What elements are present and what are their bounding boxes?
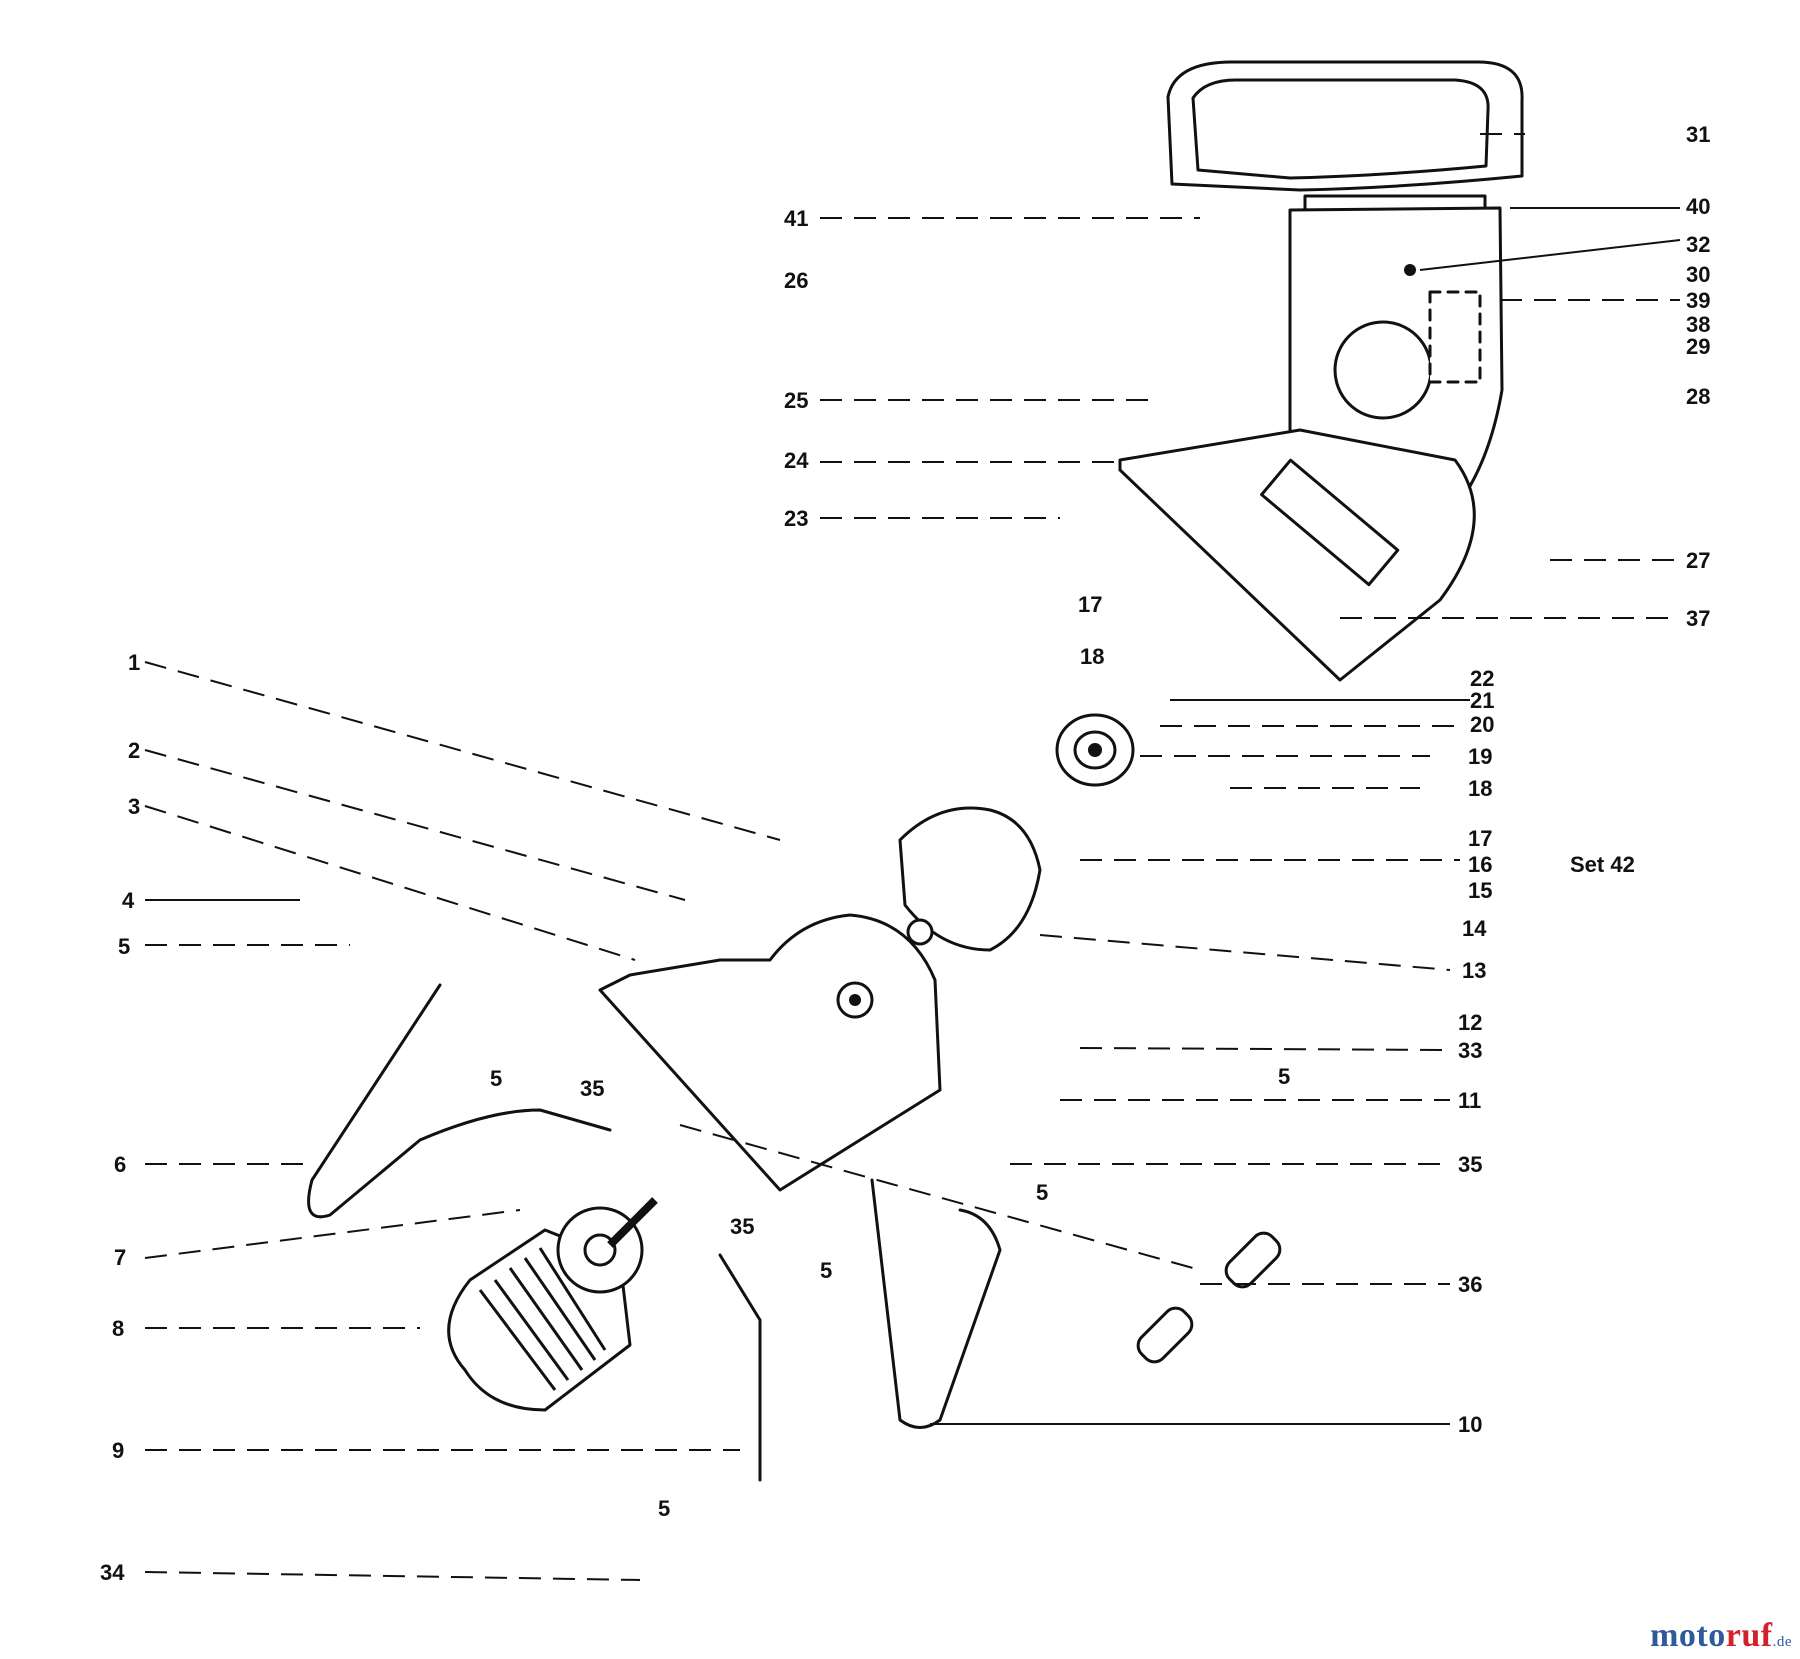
label-5d: 5 xyxy=(1036,1180,1048,1205)
pulley-hub xyxy=(1055,713,1135,787)
label-17a: 17 xyxy=(1468,826,1492,851)
label-26: 26 xyxy=(784,268,808,293)
leg-left xyxy=(307,983,612,1219)
label-27: 27 xyxy=(1686,548,1710,573)
label-5b: 5 xyxy=(490,1066,502,1091)
label-5a: 5 xyxy=(118,934,130,959)
label-33: 33 xyxy=(1458,1038,1482,1063)
watermark-part2: ruf xyxy=(1725,1617,1773,1654)
watermark-logo: motoruf.de xyxy=(1650,1617,1792,1655)
label-17b: 17 xyxy=(1078,592,1102,617)
label-1: 1 xyxy=(128,650,140,675)
callout-labels: 1 2 3 4 5 6 7 8 9 34 5 35 5 35 5 5 5 35 … xyxy=(100,122,1710,1585)
leg-right xyxy=(870,1178,1002,1429)
label-6: 6 xyxy=(114,1152,126,1177)
leg-front xyxy=(718,1253,762,1482)
label-18b: 18 xyxy=(1080,644,1104,669)
label-19: 19 xyxy=(1468,744,1492,769)
label-22: 22 xyxy=(1470,666,1494,691)
label-35b: 35 xyxy=(580,1076,604,1101)
label-23: 23 xyxy=(784,506,808,531)
leader-lines xyxy=(144,133,1681,1581)
label-15: 15 xyxy=(1468,878,1492,903)
label-2: 2 xyxy=(128,738,140,763)
label-30: 30 xyxy=(1686,262,1710,287)
watermark-part1: moto xyxy=(1650,1617,1726,1654)
label-32: 32 xyxy=(1686,232,1710,257)
motor xyxy=(447,1197,658,1412)
label-18a: 18 xyxy=(1468,776,1492,801)
label-25: 25 xyxy=(784,388,808,413)
label-16: 16 xyxy=(1468,852,1492,877)
label-28: 28 xyxy=(1686,384,1710,409)
label-41: 41 xyxy=(784,206,808,231)
label-29: 29 xyxy=(1686,334,1710,359)
label-7: 7 xyxy=(114,1245,126,1270)
cutter-disc xyxy=(898,806,1042,952)
label-8: 8 xyxy=(112,1316,124,1341)
label-35c: 35 xyxy=(730,1214,754,1239)
label-5f: 5 xyxy=(1278,1064,1290,1089)
label-10: 10 xyxy=(1458,1412,1482,1437)
label-35r: 35 xyxy=(1458,1152,1482,1177)
label-4: 4 xyxy=(122,888,135,913)
label-40: 40 xyxy=(1686,194,1710,219)
label-12: 12 xyxy=(1458,1010,1482,1035)
label-34: 34 xyxy=(100,1560,125,1585)
label-13: 13 xyxy=(1462,958,1486,983)
label-31: 31 xyxy=(1686,122,1710,147)
label-37: 37 xyxy=(1686,606,1710,631)
base-frame xyxy=(598,913,942,1192)
label-39: 39 xyxy=(1686,288,1710,313)
label-24: 24 xyxy=(784,448,809,473)
label-11: 11 xyxy=(1458,1088,1481,1113)
label-20: 20 xyxy=(1470,712,1494,737)
label-14: 14 xyxy=(1462,916,1487,941)
handle-grip xyxy=(1136,1231,1282,1364)
label-9: 9 xyxy=(112,1438,124,1463)
label-5c: 5 xyxy=(820,1258,832,1283)
watermark-part3: .de xyxy=(1772,1634,1792,1650)
label-36: 36 xyxy=(1458,1272,1482,1297)
label-set42: Set 42 xyxy=(1570,852,1635,877)
label-3: 3 xyxy=(128,794,140,819)
housing-cover xyxy=(1118,428,1476,682)
label-5e: 5 xyxy=(658,1496,670,1521)
label-21: 21 xyxy=(1470,688,1494,713)
label-38: 38 xyxy=(1686,312,1710,337)
